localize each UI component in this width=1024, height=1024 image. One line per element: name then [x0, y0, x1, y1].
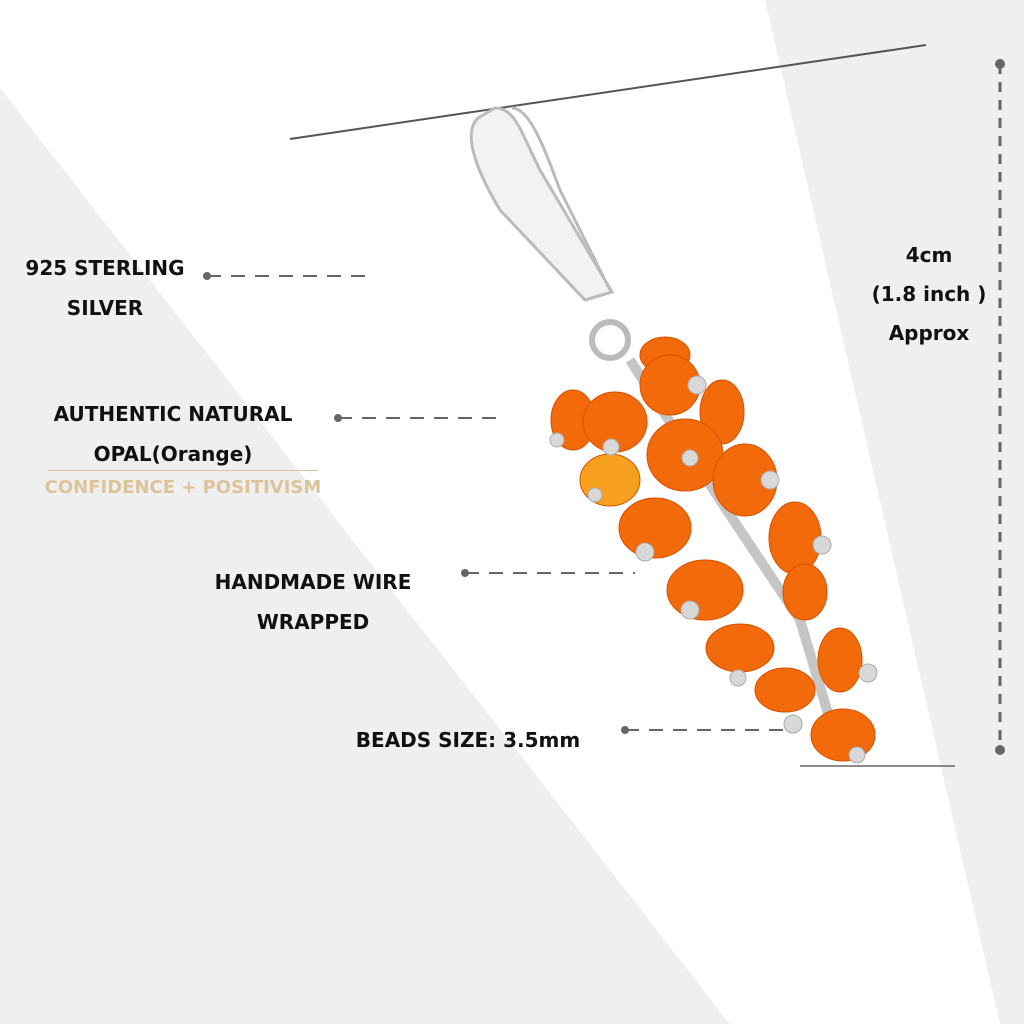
label-material: 925 STERLING SILVER	[10, 248, 200, 328]
dimension-approx: Approx	[888, 321, 970, 345]
height-dimension-line	[995, 59, 1005, 755]
leader-line-silver	[203, 272, 375, 280]
label-material-line2: SILVER	[66, 296, 144, 320]
dimension-inch: (1.8 inch )	[871, 282, 987, 306]
label-stone-line2: OPAL(Orange)	[93, 442, 253, 466]
dimension-cm: 4cm	[905, 243, 953, 267]
label-material-line1: 925 STERLING	[25, 256, 185, 280]
leader-line-beads	[621, 726, 785, 734]
leader-line-wire	[461, 569, 635, 577]
tagline-divider	[48, 470, 318, 471]
dimension-label: 4cm (1.8 inch ) Approx	[852, 236, 1006, 353]
top-measure-line	[289, 44, 927, 140]
label-stone: AUTHENTIC NATURAL OPAL(Orange)	[30, 394, 316, 474]
right-gray-panel	[765, 0, 1024, 1024]
left-gray-panel	[0, 88, 730, 1024]
label-beads-size: BEADS SIZE: 3.5mm	[355, 728, 581, 752]
label-wire-line2: WRAPPED	[256, 610, 370, 634]
label-wire: HANDMADE WIRE WRAPPED	[190, 562, 436, 642]
stone-tagline: CONFIDENCE + POSITIVISM	[44, 477, 322, 498]
pendant-image	[469, 106, 878, 764]
label-wire-line1: HANDMADE WIRE	[214, 570, 412, 594]
label-stone-line1: AUTHENTIC NATURAL	[53, 402, 293, 426]
leader-line-opal	[334, 414, 505, 422]
